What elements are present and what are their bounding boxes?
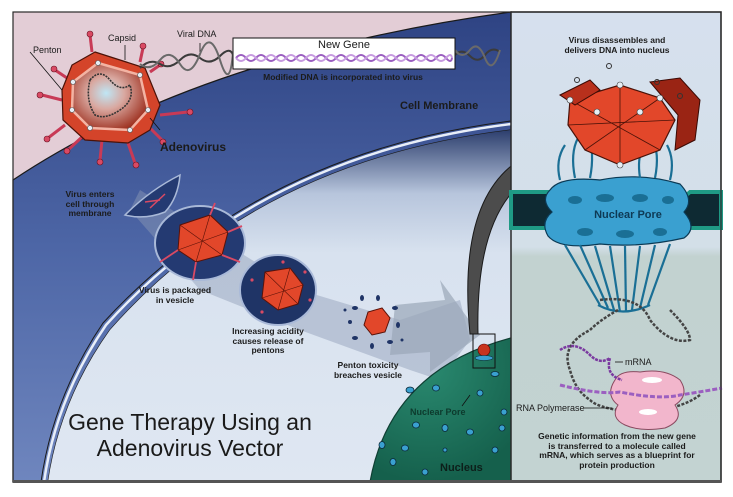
label-increasing-acidity: Increasing acidity causes release of pen…: [213, 326, 323, 356]
dna-template-strand: [559, 383, 723, 399]
zoom-inset-box: [472, 333, 496, 369]
label-genetic-information: Genetic information from the new gene is…: [512, 431, 722, 470]
label-penton-toxicity-line-2: breaches vesicle: [333, 369, 403, 380]
label-penton: Penton: [33, 45, 62, 55]
label-penton-toxicity-line-1: Penton toxicity: [337, 360, 399, 370]
pathway-arrow: [390, 280, 480, 372]
label-virus-packaged-line-2: in vesicle: [155, 294, 195, 305]
label-virus-packaged-line-1: Virus is packaged: [138, 285, 212, 295]
label-virus-enters-line-1: Virus enters: [65, 189, 115, 199]
label-virus-enters-line-3: membrane: [68, 208, 112, 219]
disassembling-virus: [559, 63, 701, 169]
mrna-strand: [559, 344, 623, 382]
title-line-1: Gene Therapy Using an: [68, 409, 312, 435]
left-panel: [12, 11, 576, 483]
label-virus-disassembles: Virus disassembles and delivers DNA into…: [512, 35, 722, 55]
label-mrna: mRNA: [625, 357, 652, 367]
label-increasing-acidity-line-1: Increasing acidity: [232, 326, 304, 336]
entering-vesicle: [123, 173, 181, 218]
new-gene-helix-strand-b: [235, 54, 453, 62]
vesicle-2: [239, 254, 317, 326]
label-virus-enters: Virus enters cell through membrane: [40, 189, 140, 219]
label-new-gene: New Gene: [318, 39, 370, 51]
right-panel: [509, 11, 723, 483]
label-nuclear-pore-large: Nuclear Pore: [594, 209, 662, 221]
label-rna-polymerase: RNA Polymerase: [516, 403, 585, 413]
label-increasing-acidity-line-2: causes release of: [232, 335, 304, 346]
label-nuclear-pore-small: Nuclear Pore: [410, 407, 466, 417]
adenovirus-main: [29, 30, 201, 169]
label-virus-disassembles-line-2: delivers DNA into nucleus: [564, 44, 670, 55]
nuclear-pore-complex: [544, 132, 692, 313]
membrane-inner-edge: [42, 122, 512, 483]
title-line-2: Adenovirus Vector: [96, 434, 284, 461]
vesicle-1: [154, 202, 246, 281]
label-virus-packaged: Virus is packaged in vesicle: [120, 285, 230, 305]
label-penton-toxicity: Penton toxicity breaches vesicle: [318, 360, 418, 380]
label-genetic-info-line-3: mRNA, which serves as a blueprint for: [539, 450, 695, 461]
nuclear-pores-small: [378, 371, 508, 476]
label-viral-dna: Viral DNA: [177, 29, 217, 39]
new-gene-box: [232, 37, 456, 70]
label-genetic-info-line-2: is transferred to a molecule called: [548, 440, 686, 451]
diagram-title: Gene Therapy Using an Adenovirus Vector: [25, 409, 355, 462]
label-genetic-info-line-1: Genetic information from the new gene: [538, 431, 696, 441]
label-increasing-acidity-line-3: pentons: [251, 345, 285, 356]
label-nucleus: Nucleus: [440, 462, 483, 474]
label-genetic-info-line-4: protein production: [579, 459, 655, 470]
label-capsid: Capsid: [108, 33, 137, 43]
label-virus-disassembles-line-1: Virus disassembles and: [568, 35, 666, 45]
label-cell-membrane: Cell Membrane: [400, 100, 479, 112]
label-virus-enters-line-2: cell through: [65, 198, 115, 209]
virus-at-pore: [477, 343, 491, 357]
breached-vesicle: [343, 295, 404, 349]
rna-polymerase: [610, 370, 685, 430]
label-adenovirus: Adenovirus: [160, 140, 227, 154]
viral-dna-helix: [139, 41, 501, 75]
label-modified-dna: Modified DNA is incorporated into virus: [263, 72, 423, 82]
